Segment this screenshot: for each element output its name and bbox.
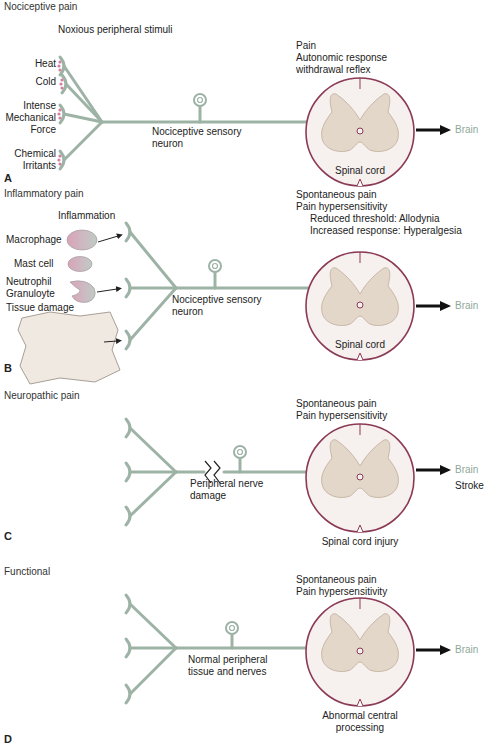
damaged-tissue [18, 312, 120, 384]
text-label: Pain hypersensitivity [296, 586, 446, 598]
text-label: Nociceptive sensory neuron [172, 294, 272, 318]
text-label: Inflammation [58, 210, 158, 222]
cord-caption: Spinal cord injury [305, 536, 415, 548]
central-canal [357, 648, 363, 654]
panel-title: Neuropathic pain [4, 390, 154, 402]
text-label: Pain [296, 40, 356, 52]
cord-caption: Abnormal central processing [305, 710, 415, 734]
target-label: Brain [455, 644, 495, 656]
cord-caption: Spinal cord [305, 165, 415, 177]
ventral-fissure [357, 699, 363, 706]
text-label: Spontaneous pain [296, 189, 446, 201]
target-label: Brain [455, 300, 495, 312]
text-label: Normal peripheral tissue and nerves [188, 654, 283, 678]
cord-outline [306, 424, 414, 532]
grey-matter-shape [322, 440, 399, 498]
ascending-arrows [416, 130, 441, 650]
text-label: Intense Mechanical Force [2, 100, 56, 136]
node-label: Spinal cord injury [305, 536, 415, 548]
text-label: Nociceptive sensory neuron [152, 126, 252, 150]
text-label: Increased response: Hyperalgesia [310, 225, 495, 237]
cord-outline [306, 78, 414, 186]
dorsal-sulcus [360, 598, 361, 609]
text-label: Autonomic response withdrawal reflex [296, 52, 406, 76]
sensory-neuron [60, 57, 308, 169]
grey-matter-shape [322, 614, 399, 672]
grey-matter [322, 440, 399, 498]
text-label: Mast cell [14, 258, 69, 270]
panel-letter: D [4, 733, 20, 745]
text-label: Spontaneous pain [296, 574, 446, 586]
text-label: Peripheral nerve damage [190, 478, 280, 502]
sensory-neuron [126, 595, 308, 703]
panel-letter: A [4, 172, 20, 184]
sensory-neuron [126, 223, 309, 349]
panel-title: Functional [4, 566, 124, 578]
central-canal [357, 302, 363, 308]
ventral-fissure [357, 179, 363, 186]
text-label: Pain hypersensitivity [296, 201, 446, 213]
central-canal [357, 474, 363, 480]
grey-matter [322, 614, 399, 672]
target-label: Brain [455, 124, 495, 136]
cord-outline [306, 252, 414, 360]
text-label: Cold [0, 76, 56, 88]
ventral-fissure [357, 353, 363, 360]
dorsal-sulcus [360, 78, 361, 89]
cord-drawing [305, 423, 415, 550]
spinal-cord-section: Spinal cord injury [305, 423, 415, 550]
dorsal-sulcus [360, 424, 361, 435]
spinal-cord-section: Abnormal central processing [305, 597, 415, 736]
grey-matter [322, 94, 399, 152]
text-label: Stroke [455, 480, 497, 492]
text-label: Reduced threshold: Allodynia [310, 213, 495, 225]
panel-title: Nociceptive pain [4, 1, 144, 13]
text-label: Tissue damage [6, 302, 96, 314]
panel-letter: B [4, 362, 20, 374]
node-label: Spinal cord [305, 165, 415, 177]
panel-title: Inflammatory pain [4, 188, 154, 200]
cord-outline [306, 598, 414, 706]
sensory-neuron [126, 419, 308, 525]
text-label: Neutrophil Granuloyte [6, 276, 62, 300]
central-canal [357, 128, 363, 134]
grey-matter [322, 268, 399, 326]
grey-matter-shape [322, 94, 399, 152]
text-label: Spontaneous pain [296, 398, 446, 410]
text-label: Chemical Irritants [2, 148, 56, 172]
node-label: Abnormal central processing [305, 710, 415, 734]
panel-letter: C [4, 530, 20, 542]
ventral-fissure [357, 525, 363, 532]
cord-caption: Spinal cord [305, 339, 415, 351]
mediator-arrows [97, 236, 118, 342]
spinal-cord-section: Spinal cord [305, 251, 415, 361]
dorsal-sulcus [360, 252, 361, 263]
receptor-dots [57, 60, 63, 165]
text-label: Heat [0, 58, 56, 70]
text-label: Pain hypersensitivity [296, 410, 446, 422]
spinal-cord-section: Spinal cord [305, 77, 415, 187]
inflammatory-cells [67, 230, 97, 302]
text-label: Macrophage [6, 234, 68, 246]
text-label: Noxious peripheral stimuli [58, 24, 208, 36]
target-label: Brain [455, 464, 495, 476]
grey-matter-shape [322, 268, 399, 326]
node-label: Spinal cord [305, 339, 415, 351]
